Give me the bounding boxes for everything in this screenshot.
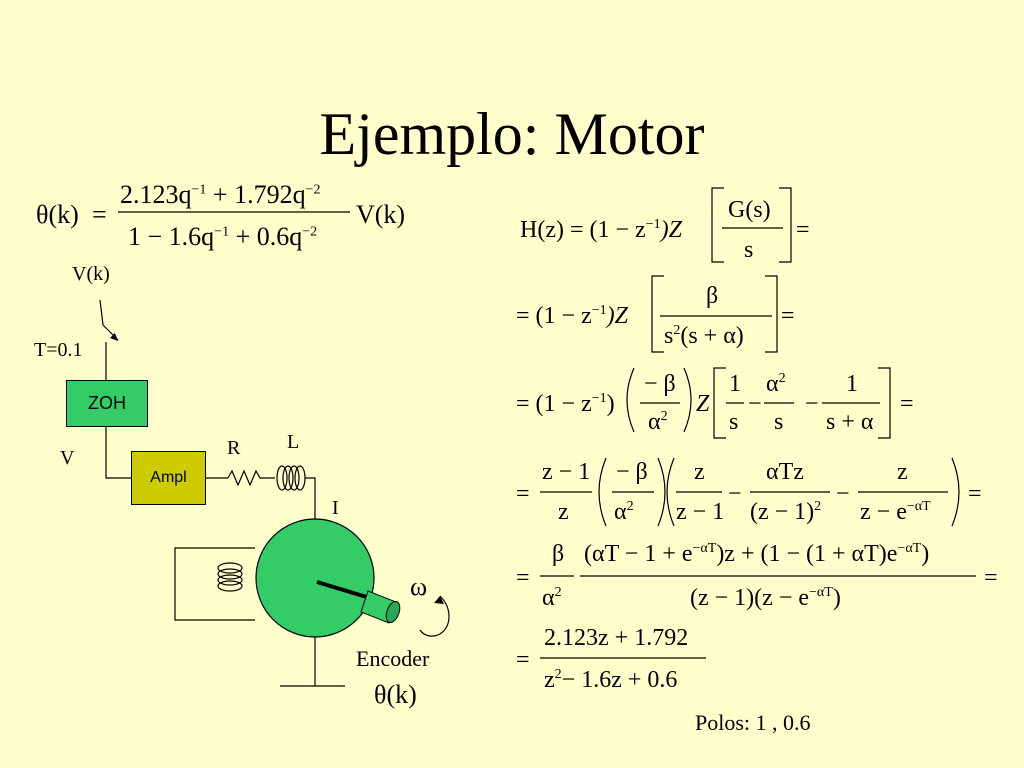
row6-den: z2− 1.6z + 0.6 [544, 667, 678, 693]
row4-f1-num: z − 1 [542, 459, 591, 485]
row4-eq-lead: = [516, 481, 530, 507]
row1-den: s [744, 237, 754, 263]
slide-title: Ejemplo: Motor [319, 101, 705, 167]
row6-num: 2.123z + 1.792 [544, 625, 689, 651]
motor-rotor [255, 518, 375, 638]
theta-num: 2.123q−1 + 1.792q−2 [120, 180, 321, 209]
resistor-symbol [227, 469, 275, 487]
row3-frac-den: α2 [648, 409, 668, 435]
row4-f2-num: − β [616, 459, 648, 485]
row2-lhs: = (1 − z−1)Z [516, 303, 628, 329]
row4-minus1: − [728, 481, 742, 507]
encoder-cylinder [360, 590, 401, 624]
row3-t3-den: s + α [826, 409, 874, 435]
row1-num: G(s) [728, 197, 771, 223]
row4-minus2: − [836, 481, 850, 507]
row4-t2-num: αTz [766, 459, 804, 485]
row3-minus1: − [748, 391, 762, 417]
row4-f1-den: z [558, 499, 569, 525]
row2-num: β [706, 283, 719, 309]
field-wires [174, 547, 255, 621]
row1-lhs: H(z) = (1 − z−1)Z [520, 217, 682, 243]
row2-den: s2(s + α) [664, 323, 744, 349]
row1-eq: = [796, 217, 810, 243]
row3-t2-num: α2 [766, 371, 786, 397]
poles-label: Polos: 1 , 0.6 [695, 710, 811, 735]
current-label: I [332, 497, 339, 519]
row4-paren1-left [598, 457, 607, 527]
theta-den: 1 − 1.6q−1 + 0.6q−2 [128, 222, 318, 251]
row3-lhs: = (1 − z−1) [516, 391, 615, 417]
motor-shaft [316, 580, 371, 600]
row2-bracket-right [765, 275, 778, 353]
row3-eq: = [900, 391, 914, 417]
inductor-to-motor-wire [305, 477, 316, 531]
vk-label: V(k) [72, 263, 110, 285]
sampling-period-label: T=0.1 [34, 339, 83, 361]
row1-bracket-left [711, 187, 724, 263]
row4-f2-den: α2 [614, 499, 634, 525]
row5-f-den: α2 [542, 585, 562, 611]
row3-t3-num: 1 [846, 371, 858, 397]
row3-paren-right [683, 367, 692, 433]
inductor-label: L [287, 431, 300, 453]
row4-paren1-right [657, 457, 666, 527]
row4-paren2-left [666, 457, 675, 527]
row3-paren-left [626, 367, 635, 433]
row5-eq: = [984, 565, 998, 591]
zoh-block: ZOH [66, 380, 148, 427]
row4-t3-den: z − e−αT [860, 499, 931, 525]
theta-output-label: θ(k) [374, 680, 417, 709]
field-coil [217, 562, 243, 592]
row5-num: (αT − 1 + e−αT)z + (1 − (1 + αT)e−αT) [584, 541, 930, 567]
row2-eq: = [781, 303, 795, 329]
resistor-label: R [227, 437, 241, 459]
zoh-to-ampl-wire [105, 425, 131, 479]
row4-paren2-right [951, 457, 960, 527]
theta-eq-sign: = [92, 200, 107, 229]
row5-den: (z − 1)(z − e−αT) [690, 585, 841, 611]
rotation-arrowhead [434, 596, 444, 604]
ampl-block: Ampl [131, 451, 206, 505]
row3-t1-num: 1 [729, 371, 741, 397]
row3-bracket-right [878, 367, 891, 439]
vk-line [99, 299, 104, 326]
sampler-arrowhead [110, 333, 118, 341]
row4-t1-den: z − 1 [676, 499, 725, 525]
inductor-coil [276, 465, 306, 491]
row4-t3-num: z [897, 459, 908, 485]
row3-z-transform: Z [696, 391, 710, 417]
row3-t1-den: s [729, 409, 739, 435]
encoder-label: Encoder [356, 646, 430, 671]
row2-bracket-left [651, 275, 664, 353]
row3-frac-num: − β [644, 371, 676, 397]
row5-f-num: β [552, 541, 565, 567]
row6-eq-lead: = [516, 647, 530, 673]
row4-eq: = [968, 481, 982, 507]
row3-t2-den: s [774, 409, 784, 435]
theta-lhs: θ(k) [36, 200, 79, 229]
rotation-arrow [419, 595, 450, 637]
theta-rhs: V(k) [356, 200, 406, 229]
row4-t1-num: z [694, 459, 705, 485]
row3-bracket-left [713, 367, 726, 439]
row1-bracket-right [779, 187, 792, 263]
row3-minus2: − [805, 391, 819, 417]
v-label: V [60, 447, 75, 469]
row4-t2-den: (z − 1)2 [750, 499, 822, 525]
omega-label: ω [410, 572, 428, 601]
row5-eq-lead: = [516, 565, 530, 591]
